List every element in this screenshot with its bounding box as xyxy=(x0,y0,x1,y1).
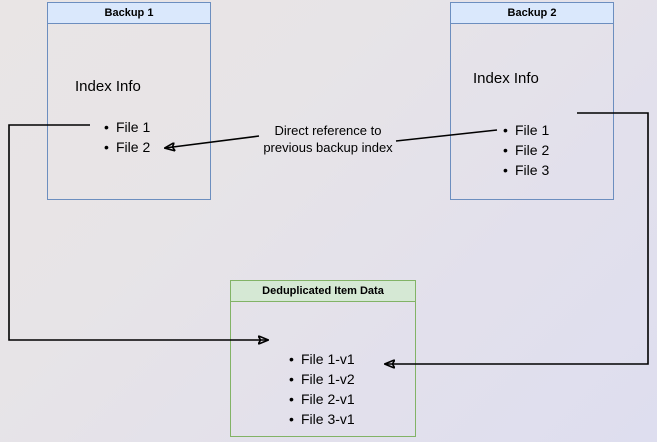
node-dedup-body: File 1-v1 File 1-v2 File 2-v1 File 3-v1 xyxy=(230,302,416,437)
node-deduplicated-item-data[interactable]: Deduplicated Item Data File 1-v1 File 1-… xyxy=(230,280,416,437)
list-item: File 1 xyxy=(104,117,150,137)
backup-1-index-info-label: Index Info xyxy=(75,78,141,95)
backup-2-index-info-label: Index Info xyxy=(473,70,539,87)
list-item: File 2-v1 xyxy=(289,389,355,409)
node-backup-1-body: Index Info File 1 File 2 xyxy=(47,24,211,200)
annotation-line-1: Direct reference to xyxy=(274,123,382,138)
node-backup-2-body: Index Info File 1 File 2 File 3 xyxy=(450,24,614,200)
node-backup-2[interactable]: Backup 2 Index Info File 1 File 2 File 3 xyxy=(450,2,614,200)
node-backup-1-header: Backup 1 xyxy=(47,2,211,24)
annotation-line-2: previous backup index xyxy=(263,140,393,155)
list-item: File 1 xyxy=(503,120,549,140)
backup-2-file-list: File 1 File 2 File 3 xyxy=(499,120,549,180)
node-backup-1[interactable]: Backup 1 Index Info File 1 File 2 xyxy=(47,2,211,200)
node-dedup-header: Deduplicated Item Data xyxy=(230,280,416,302)
list-item: File 1-v1 xyxy=(289,349,355,369)
list-item: File 3-v1 xyxy=(289,409,355,429)
node-backup-2-header: Backup 2 xyxy=(450,2,614,24)
dedup-file-list: File 1-v1 File 1-v2 File 2-v1 File 3-v1 xyxy=(285,349,355,429)
list-item: File 2 xyxy=(503,140,549,160)
list-item: File 1-v2 xyxy=(289,369,355,389)
list-item: File 2 xyxy=(104,137,150,157)
backup-1-file-list: File 1 File 2 xyxy=(100,117,150,157)
annotation-direct-reference: Direct reference to previous backup inde… xyxy=(250,122,406,156)
list-item: File 3 xyxy=(503,160,549,180)
